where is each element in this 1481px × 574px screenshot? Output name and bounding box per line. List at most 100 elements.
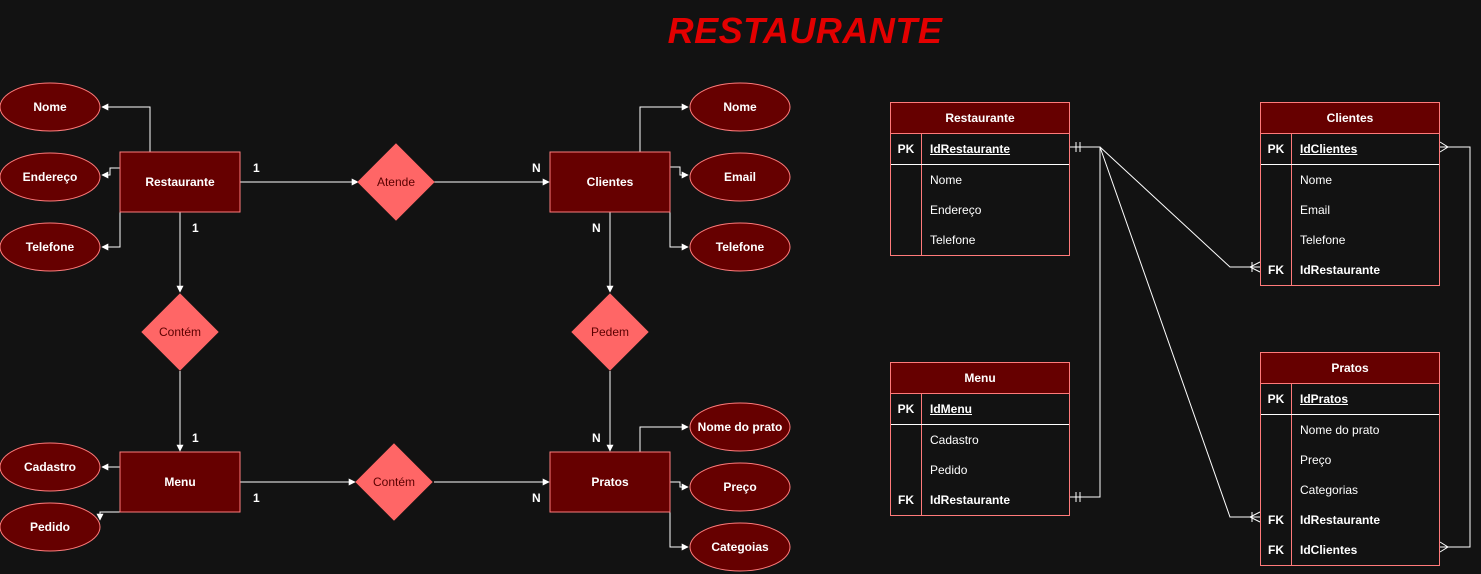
table-row: PK IdClientes xyxy=(1261,134,1439,165)
svg-text:Contém: Contém xyxy=(159,325,201,339)
svg-text:Telefone: Telefone xyxy=(26,240,75,254)
table-row: PK IdPratos xyxy=(1261,384,1439,415)
key-cell xyxy=(1261,225,1292,255)
attribute-pratos-preco: Preço xyxy=(689,462,791,512)
cardinality-menu-contem: 1 xyxy=(253,491,260,505)
field-cell: Pedido xyxy=(930,463,968,477)
svg-text:Restaurante: Restaurante xyxy=(145,175,215,189)
table-row: Telefone xyxy=(1261,225,1439,255)
table-clientes: Clientes PK IdClientes Nome Email Telefo… xyxy=(1260,102,1440,286)
table-restaurante: Restaurante PK IdRestaurante Nome Endere… xyxy=(890,102,1070,256)
field-cell: Categorias xyxy=(1300,483,1359,497)
svg-text:Telefone: Telefone xyxy=(716,240,765,254)
attribute-restaurante-endereco: Endereço xyxy=(0,152,101,202)
entity-restaurante: Restaurante xyxy=(119,151,241,213)
svg-text:Clientes: Clientes xyxy=(587,175,634,189)
field-cell: IdClientes xyxy=(1300,543,1358,557)
table-row: Endereço xyxy=(891,195,1069,225)
er-connectors xyxy=(96,103,689,551)
relation-contem-top: Contém xyxy=(141,293,219,371)
svg-text:Pratos: Pratos xyxy=(591,475,629,489)
cardinality-contem-pratos: N xyxy=(532,491,541,505)
key-cell xyxy=(1261,165,1292,195)
table-row: FK IdRestaurante xyxy=(891,485,1069,515)
table-pratos: Pratos PK IdPratos Nome do prato Preço C… xyxy=(1260,352,1440,566)
table-row: FK IdRestaurante xyxy=(1261,505,1439,535)
field-cell: Telefone xyxy=(930,233,976,247)
table-row: PK IdRestaurante xyxy=(891,134,1069,165)
key-cell xyxy=(1261,195,1292,225)
svg-text:Pedido: Pedido xyxy=(30,520,70,534)
svg-text:Email: Email xyxy=(724,170,756,184)
field-cell: Nome xyxy=(1300,173,1333,187)
table-row: Nome do prato xyxy=(1261,415,1439,445)
relation-pedem: Pedem xyxy=(571,293,649,371)
table-row: Telefone xyxy=(891,225,1069,255)
attribute-pratos-categoias: Categoias xyxy=(689,522,791,572)
table-header: Clientes xyxy=(1261,103,1439,134)
relation-atende: Atende xyxy=(357,143,435,221)
svg-text:Pedem: Pedem xyxy=(591,325,629,339)
field-cell: IdRestaurante xyxy=(930,493,1011,507)
table-header: Menu xyxy=(891,363,1069,394)
field-cell: IdClientes xyxy=(1300,142,1358,156)
cardinality-restaurante-atende: 1 xyxy=(253,161,260,175)
key-cell xyxy=(891,195,922,225)
attribute-restaurante-nome: Nome xyxy=(0,82,101,132)
attribute-clientes-telefone: Telefone xyxy=(689,222,791,272)
table-header: Pratos xyxy=(1261,353,1439,384)
svg-text:Nome do prato: Nome do prato xyxy=(698,420,783,434)
attribute-clientes-email: Email xyxy=(689,152,791,202)
field-cell: Cadastro xyxy=(930,433,979,447)
attribute-restaurante-telefone: Telefone xyxy=(0,222,101,272)
svg-text:Contém: Contém xyxy=(373,475,415,489)
page-title: RESTAURANTE xyxy=(667,10,943,51)
key-cell xyxy=(1261,445,1292,475)
cardinality-atende-clientes: N xyxy=(532,161,541,175)
key-cell: PK xyxy=(891,134,922,164)
cardinality-pedem-pratos: N xyxy=(592,431,601,445)
field-cell: Nome do prato xyxy=(1300,423,1380,437)
key-cell xyxy=(891,225,922,255)
table-row: Nome xyxy=(891,165,1069,195)
svg-text:Categoias: Categoias xyxy=(711,540,769,554)
table-row: FK IdClientes xyxy=(1261,535,1439,565)
relation-contem-bottom: Contém xyxy=(355,443,433,521)
table-row: Pedido xyxy=(891,455,1069,485)
key-cell: FK xyxy=(1261,255,1292,285)
svg-text:Cadastro: Cadastro xyxy=(24,460,76,474)
attribute-menu-pedido: Pedido xyxy=(0,502,101,552)
entity-menu: Menu xyxy=(119,451,241,513)
svg-text:Preço: Preço xyxy=(723,480,756,494)
table-row: Preço xyxy=(1261,445,1439,475)
table-row: Email xyxy=(1261,195,1439,225)
field-cell: Endereço xyxy=(930,203,982,217)
key-cell: FK xyxy=(891,485,922,515)
field-cell: IdRestaurante xyxy=(1300,263,1381,277)
key-cell: FK xyxy=(1261,505,1292,535)
key-cell: FK xyxy=(1261,535,1292,565)
field-cell: IdPratos xyxy=(1300,392,1349,406)
key-cell: PK xyxy=(1261,384,1292,414)
attribute-pratos-nome: Nome do prato xyxy=(689,402,791,452)
key-cell xyxy=(1261,415,1292,445)
table-row: PK IdMenu xyxy=(891,394,1069,425)
table-row: Categorias xyxy=(1261,475,1439,505)
attribute-menu-cadastro: Cadastro xyxy=(0,442,101,492)
svg-text:Nome: Nome xyxy=(33,100,67,114)
attribute-clientes-nome: Nome xyxy=(689,82,791,132)
key-cell xyxy=(1261,475,1292,505)
table-menu: Menu PK IdMenu Cadastro Pedido FK IdRest… xyxy=(890,362,1070,516)
field-cell: IdRestaurante xyxy=(930,142,1011,156)
field-cell: Telefone xyxy=(1300,233,1346,247)
table-connectors xyxy=(1070,141,1471,553)
key-cell xyxy=(891,455,922,485)
field-cell: Nome xyxy=(930,173,963,187)
entity-clientes: Clientes xyxy=(549,151,671,213)
cardinality-contem-menu: 1 xyxy=(192,431,199,445)
field-cell: IdRestaurante xyxy=(1300,513,1381,527)
table-header: Restaurante xyxy=(891,103,1069,134)
svg-text:Menu: Menu xyxy=(164,475,195,489)
table-row: Cadastro xyxy=(891,425,1069,455)
